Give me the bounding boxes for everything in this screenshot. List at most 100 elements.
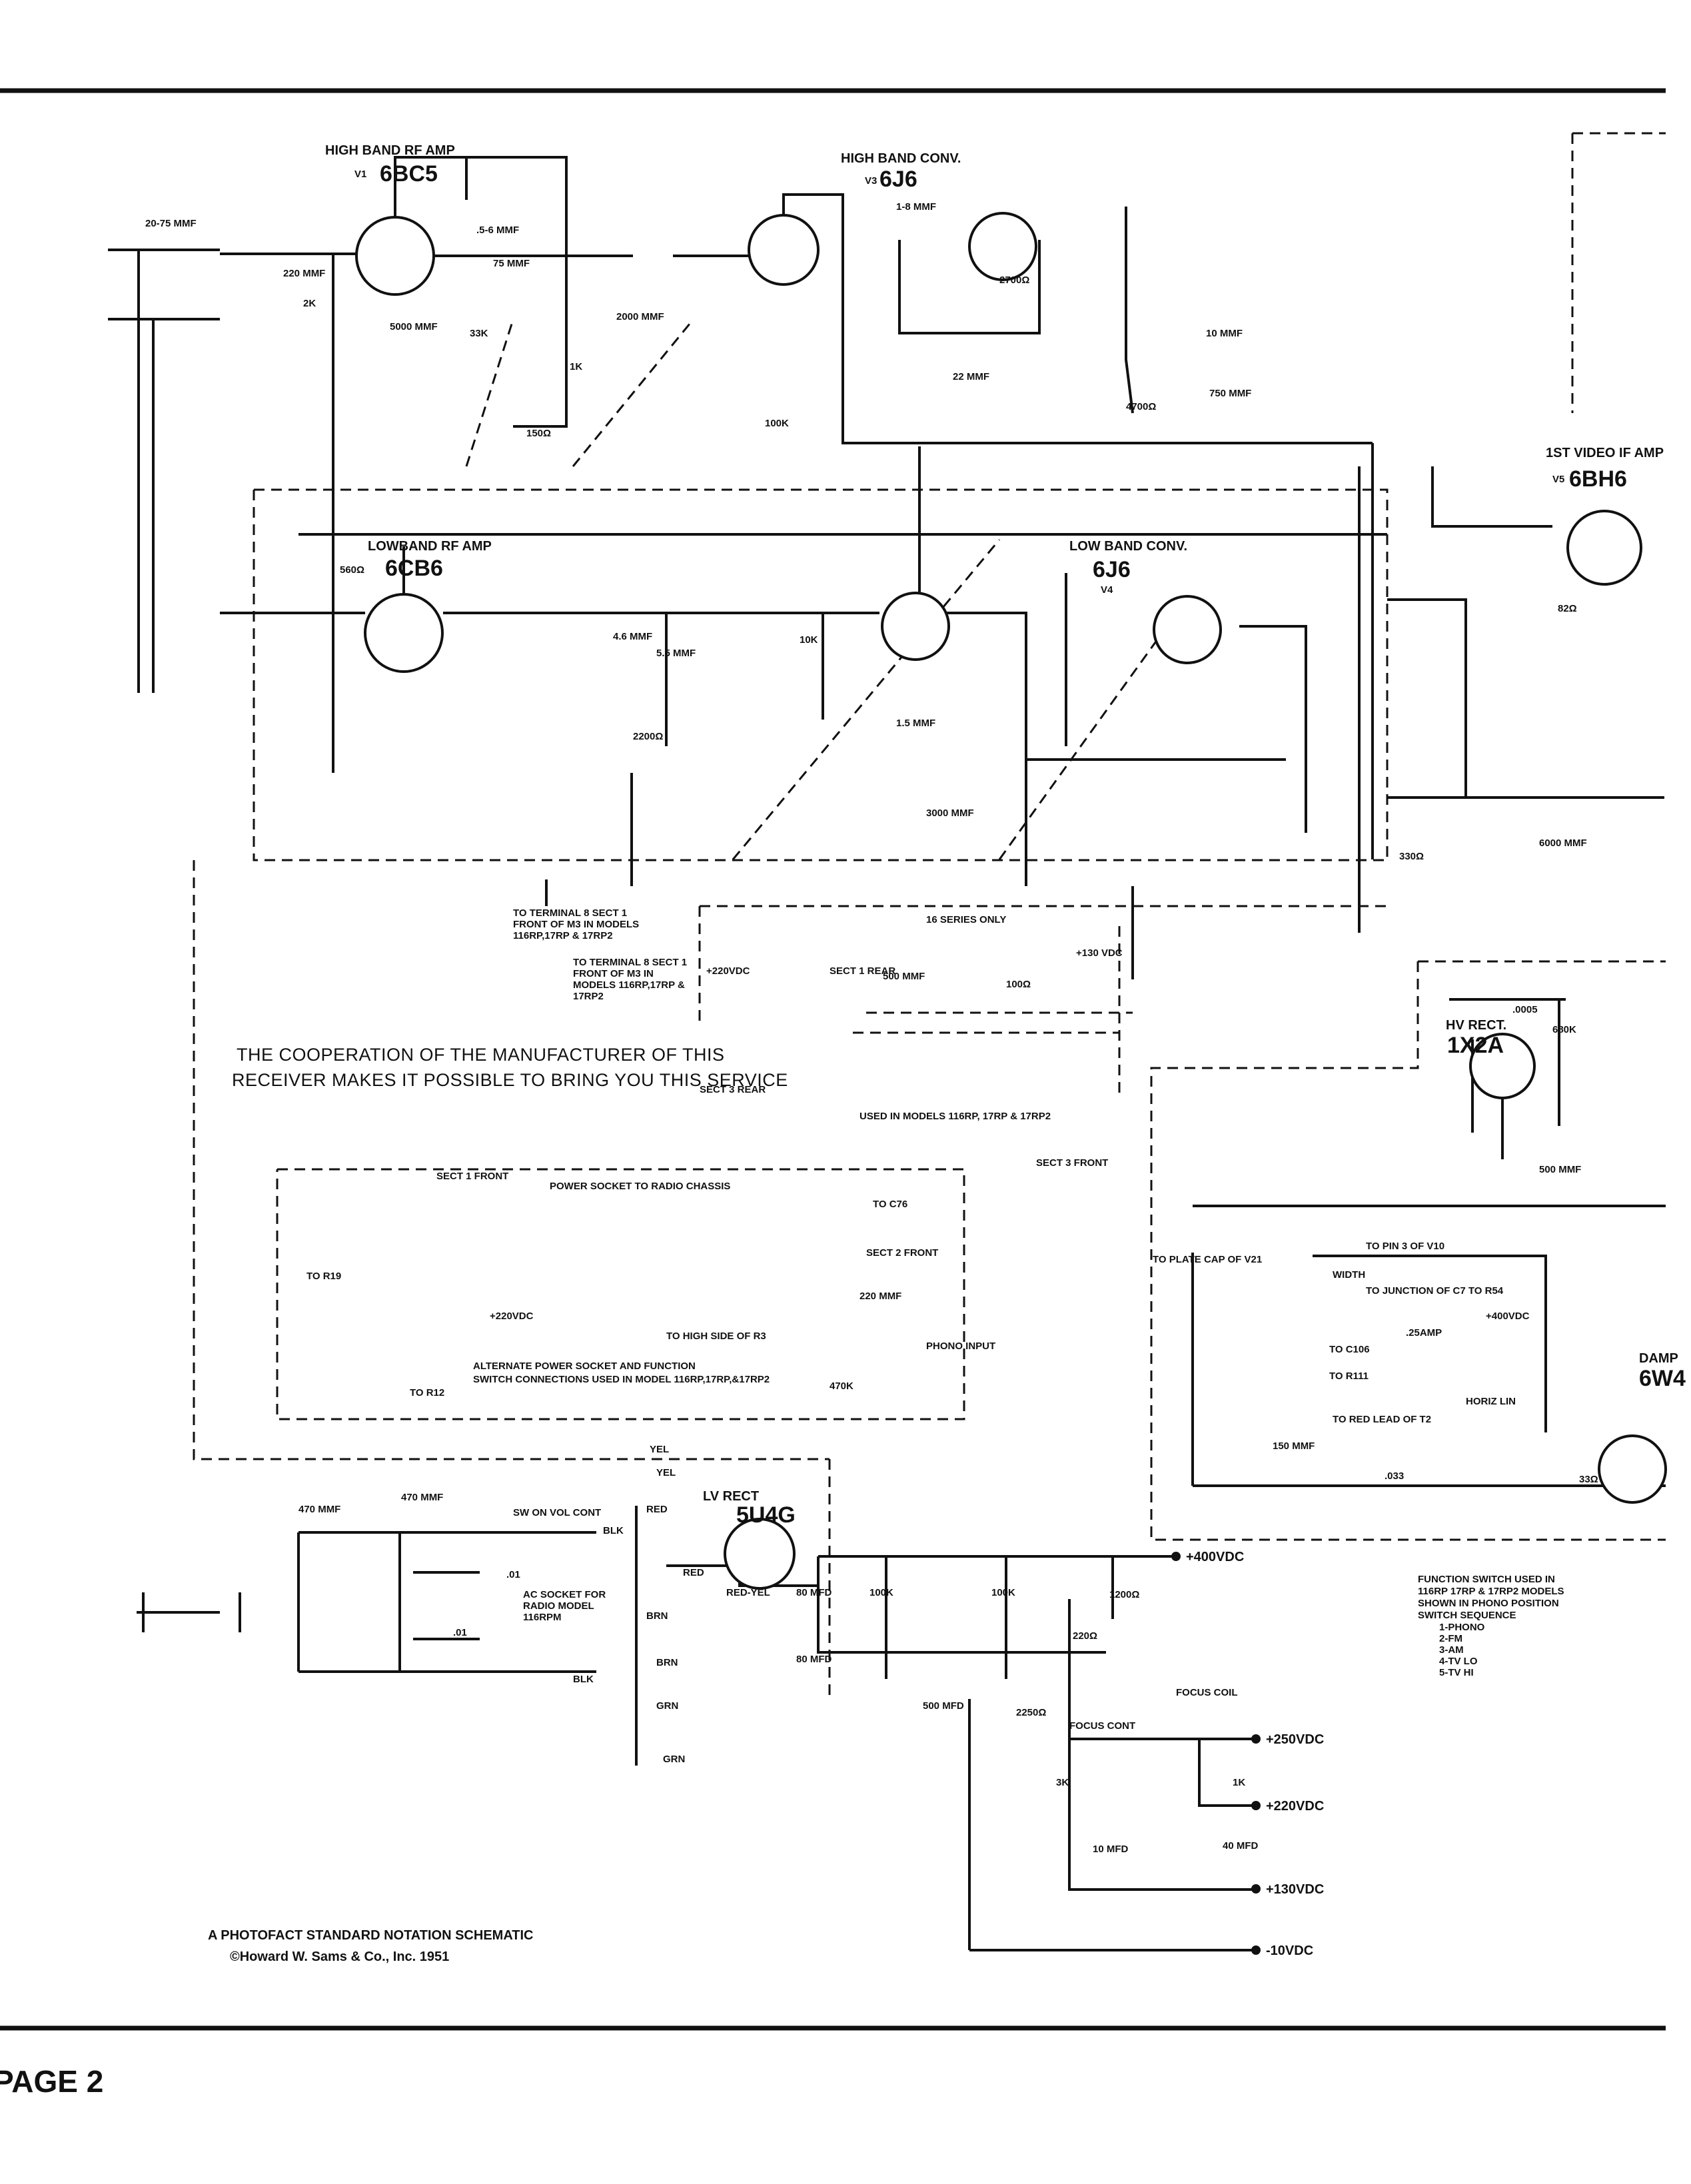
value-label: .01 (506, 1569, 520, 1580)
shield-line (253, 488, 1389, 861)
wire (513, 253, 568, 428)
value-label: 10K (800, 634, 818, 646)
value-label: 10 MFD (1093, 1844, 1129, 1855)
value-label: 150 MMF (1273, 1440, 1315, 1452)
label: SW ON VOL CONT (513, 1507, 601, 1518)
voltage-label: +220VDC (1266, 1799, 1324, 1814)
wire (817, 1556, 1106, 1654)
value-label: 750 MMF (1209, 388, 1251, 399)
tube-type: 6CB6 (385, 556, 443, 581)
label: TO PLATE CAP OF V21 (1153, 1254, 1262, 1265)
label: SECT 3 FRONT (1036, 1157, 1108, 1169)
tube-function-label: HIGH BAND CONV. (841, 151, 961, 166)
sequence-item: 3-AM (1439, 1644, 1464, 1656)
value-label: 470 MMF (298, 1504, 340, 1515)
value-label: 33K (470, 328, 488, 339)
tube-hv-rect: HV RECT. 1X2A (1446, 1018, 1536, 1099)
value-label: 80 MFD (796, 1654, 832, 1665)
tube-type: 1X2A (1447, 1033, 1504, 1058)
wire (898, 240, 1041, 334)
tube-v4-low: LOW BAND CONV. 6J6 V4 (881, 539, 1222, 664)
photofact-notice: A PHOTOFACT STANDARD NOTATION SCHEMATIC (208, 1928, 534, 1943)
shield-line (572, 319, 694, 467)
value-label: 2250Ω (1016, 1707, 1046, 1718)
label: FOCUS COIL (1176, 1687, 1238, 1698)
label: TO C106 (1329, 1344, 1370, 1355)
wire-color-label: BLK (603, 1525, 624, 1536)
label: +130 VDC (1076, 947, 1123, 959)
label: 500 MMF (883, 971, 925, 982)
tube-ref: V3 (865, 175, 877, 187)
wire-color-label: RED (646, 1504, 668, 1515)
value-label: 1K (1233, 1777, 1245, 1788)
value-label: 3K (1056, 1777, 1069, 1788)
label: 16 SERIES ONLY (926, 914, 1006, 925)
value-label: .01 (453, 1627, 467, 1638)
shield-line (193, 860, 830, 1460)
tube-function-label: HV RECT. (1446, 1018, 1506, 1033)
value-label: 470 MMF (401, 1492, 443, 1503)
function-switch-note: FUNCTION SWITCH USED IN 116RP 17RP & 17R… (1418, 1574, 1564, 1678)
value-label: 75 MMF (493, 258, 530, 269)
value-label: 1.5 MMF (896, 718, 935, 729)
tube-v3-high: HIGH BAND CONV. V3 6J6 (748, 151, 1037, 286)
wire (394, 156, 568, 253)
label: TO HIGH SIDE OF R3 (666, 1331, 766, 1342)
tube-type: 6J6 (1093, 557, 1131, 582)
tube-type: 6BC5 (380, 161, 438, 187)
value-label: 680K (1552, 1024, 1576, 1035)
value-label: 2K (303, 298, 316, 309)
value-label: 3000 MMF (926, 808, 974, 819)
voltage-label: -10VDC (1266, 1943, 1313, 1958)
cooperation-notice: RECEIVER MAKES IT POSSIBLE TO BRING YOU … (232, 1070, 788, 1090)
label: TO JUNCTION OF C7 TO R54 (1366, 1285, 1504, 1297)
tube-function-label: 1ST VIDEO IF AMP (1546, 446, 1664, 460)
wire (1198, 1739, 1256, 1807)
value-label: 82Ω (1558, 603, 1577, 614)
label: TO TERMINAL 8 SECT 1 FRONT OF M3 IN MODE… (513, 907, 640, 941)
tube-function-label: HIGH BAND RF AMP (325, 143, 455, 158)
label: POWER SOCKET TO RADIO CHASSIS (550, 1181, 730, 1192)
label: PHONO INPUT (926, 1341, 995, 1352)
label: SECT 2 FRONT (866, 1247, 938, 1259)
shield-line (732, 539, 1001, 860)
value-label: 5000 MMF (390, 321, 438, 332)
note-line: FUNCTION SWITCH USED IN (1418, 1574, 1555, 1585)
label: FOCUS CONT (1069, 1720, 1135, 1732)
wire-color-label: BRN (646, 1610, 668, 1622)
label: TO R12 (410, 1387, 444, 1398)
tube-type: 6W4 (1639, 1366, 1686, 1391)
wire (946, 612, 1027, 760)
wire (1068, 1599, 1256, 1891)
tube-ref: V5 (1552, 474, 1564, 485)
value-label: 1K (570, 361, 582, 372)
value-label: .0005 (1512, 1004, 1538, 1015)
value-label: 220 MMF (859, 1291, 901, 1302)
tube-ref: V1 (354, 169, 366, 180)
label: TO R111 (1329, 1370, 1369, 1382)
wire-color-label: YEL (650, 1444, 669, 1455)
value-label: 2000 MMF (616, 311, 664, 322)
wire (1431, 466, 1552, 528)
annotation-labels: TO TERMINAL 8 SECT 1 FRONT OF M3 IN MODE… (513, 907, 1530, 1765)
voltage-label: +400VDC (1186, 1550, 1244, 1564)
value-label: 4.6 MMF (613, 631, 652, 642)
label: AC SOCKET FOR RADIO MODEL 116RPM (523, 1589, 606, 1623)
wire (1125, 207, 1134, 414)
wire-color-label: GRN (656, 1700, 678, 1712)
tube-function-label: LOWBAND RF AMP (368, 539, 492, 554)
value-label: 20-75 MMF (145, 218, 197, 229)
copyright-notice: ©Howard W. Sams & Co., Inc. 1951 (230, 1949, 449, 1964)
value-label: 22 MMF (953, 371, 989, 382)
wire-color-label: YEL (656, 1467, 676, 1478)
value-label: .033 (1385, 1470, 1404, 1482)
wire (1387, 598, 1467, 798)
wire-color-label: GRN (663, 1754, 685, 1765)
shield-line (276, 1168, 965, 1420)
label: .25AMP (1406, 1327, 1442, 1339)
tube-lv-rect: LV RECT 5U4G (703, 1489, 796, 1590)
note-line: SHOWN IN PHONO POSITION (1418, 1598, 1559, 1609)
note-line: 116RP 17RP & 17RP2 MODELS (1418, 1586, 1564, 1597)
caption: ALTERNATE POWER SOCKET AND FUNCTION (473, 1361, 696, 1372)
